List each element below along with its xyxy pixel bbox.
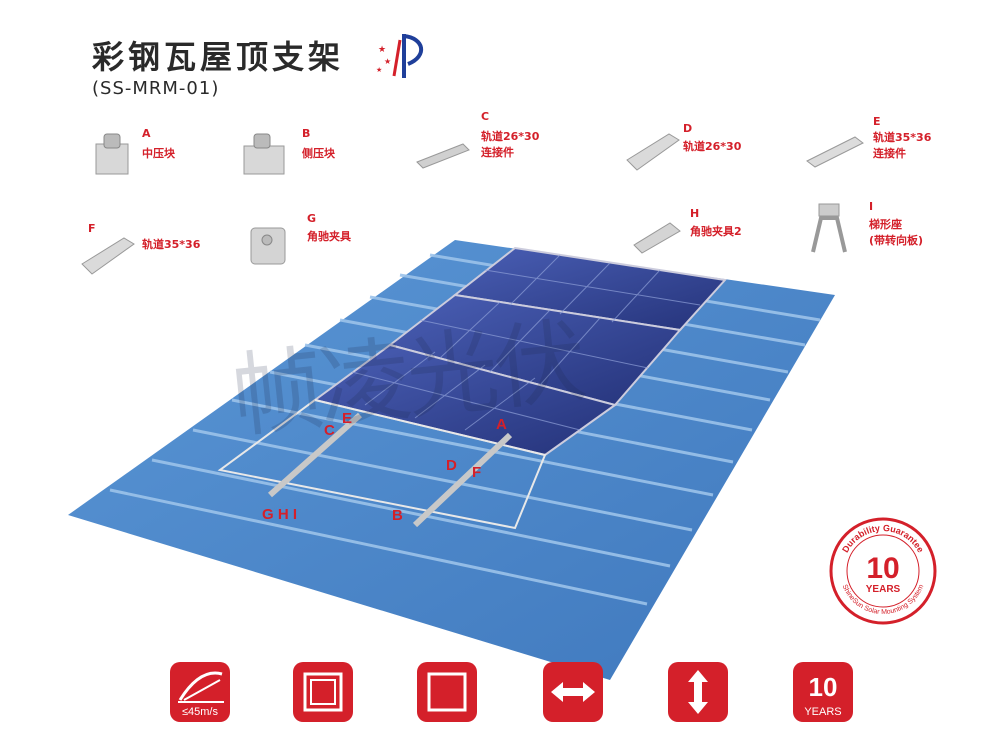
feature-square <box>417 662 477 722</box>
page-title: 彩钢瓦屋顶支架 <box>92 38 345 76</box>
feature-wind-load: ≤45m/s <box>170 662 230 722</box>
rail-icon <box>626 133 680 171</box>
part-code: B <box>302 127 311 140</box>
feature-horizontal <box>543 662 603 722</box>
part-code: C <box>481 110 490 123</box>
part-name: 轨道35*36 <box>142 238 201 251</box>
feature-vertical <box>668 662 728 722</box>
feature-ten-years: 10 YEARS <box>793 662 853 722</box>
vertical-arrow-icon <box>688 670 708 714</box>
feature-frame <box>293 662 353 722</box>
part-name: 侧压块 <box>302 147 335 160</box>
part-a: A 中压块 <box>90 125 210 185</box>
part-name: 轨道35*36 <box>873 131 932 144</box>
part-name: 角驰夹具 <box>307 230 351 243</box>
callout-f: F <box>472 464 482 481</box>
part-code: D <box>683 122 693 135</box>
horizontal-arrow-icon <box>551 682 595 702</box>
mid-clamp-icon <box>95 133 129 175</box>
badge-number: 10 <box>866 552 899 585</box>
part-code: F <box>88 222 96 235</box>
part-i: I 梯形座 (带转向板) <box>805 198 965 262</box>
part-name-2: 连接件 <box>481 146 514 159</box>
part-code: I <box>869 200 874 213</box>
part-name: 角驰夹具2 <box>690 225 742 238</box>
part-b: B 侧压块 <box>240 125 360 185</box>
seam-clamp-icon <box>250 227 286 265</box>
part-name: 梯形座 <box>869 218 902 231</box>
svg-text:★: ★ <box>376 66 382 74</box>
part-d: D 轨道26*30 <box>625 120 775 180</box>
model-number: (SS-MRM-01) <box>92 78 220 99</box>
solar-panels <box>312 246 727 457</box>
part-code: A <box>142 127 151 140</box>
frame-square-icon <box>303 672 343 712</box>
part-f: F 轨道35*36 <box>80 222 230 282</box>
part-code: G <box>307 212 317 225</box>
part-c: C 轨道26*30 连接件 <box>415 110 575 180</box>
callout-a: A <box>496 416 507 433</box>
callout-c: C <box>324 422 335 439</box>
part-code: H <box>690 207 700 220</box>
part-e: E 轨道35*36 连接件 <box>805 115 975 185</box>
feature-label: ≤45m/s <box>182 706 218 718</box>
end-clamp-icon <box>243 133 285 175</box>
square-outline-icon <box>427 672 467 712</box>
part-name: 轨道26*30 <box>481 130 540 143</box>
part-name: 中压块 <box>142 147 175 160</box>
ten-years-label: YEARS <box>804 706 842 718</box>
trapezoid-mount-icon <box>811 203 847 253</box>
svg-text:★: ★ <box>384 57 391 66</box>
ten-years-number: 10 <box>808 672 838 702</box>
part-name-2: (带转向板) <box>869 234 924 247</box>
part-g: G 角驰夹具 <box>245 210 375 270</box>
part-name-2: 连接件 <box>873 147 906 160</box>
svg-text:★: ★ <box>378 45 386 55</box>
part-h: H 角驰夹具2 <box>630 205 780 265</box>
durability-guarantee-badge: Durability Guarantee ShineSun Solar Moun… <box>829 517 937 625</box>
part-code: E <box>873 115 881 128</box>
callout-e: E <box>342 410 353 427</box>
rail-connector-icon <box>416 143 470 169</box>
badge-unit: YEARS <box>866 584 901 595</box>
brand-logo: ★ ★ ★ <box>376 34 423 78</box>
seam-clamp-icon <box>633 222 681 254</box>
rail-frame <box>217 398 547 530</box>
rail-connector-icon <box>806 136 864 168</box>
callout-ghi: G H I <box>262 506 298 523</box>
callout-d: D <box>446 457 457 474</box>
rail-icon <box>81 237 135 275</box>
part-name: 轨道26*30 <box>683 140 742 153</box>
callout-b: B <box>392 507 403 524</box>
wind-load-icon <box>178 671 224 703</box>
